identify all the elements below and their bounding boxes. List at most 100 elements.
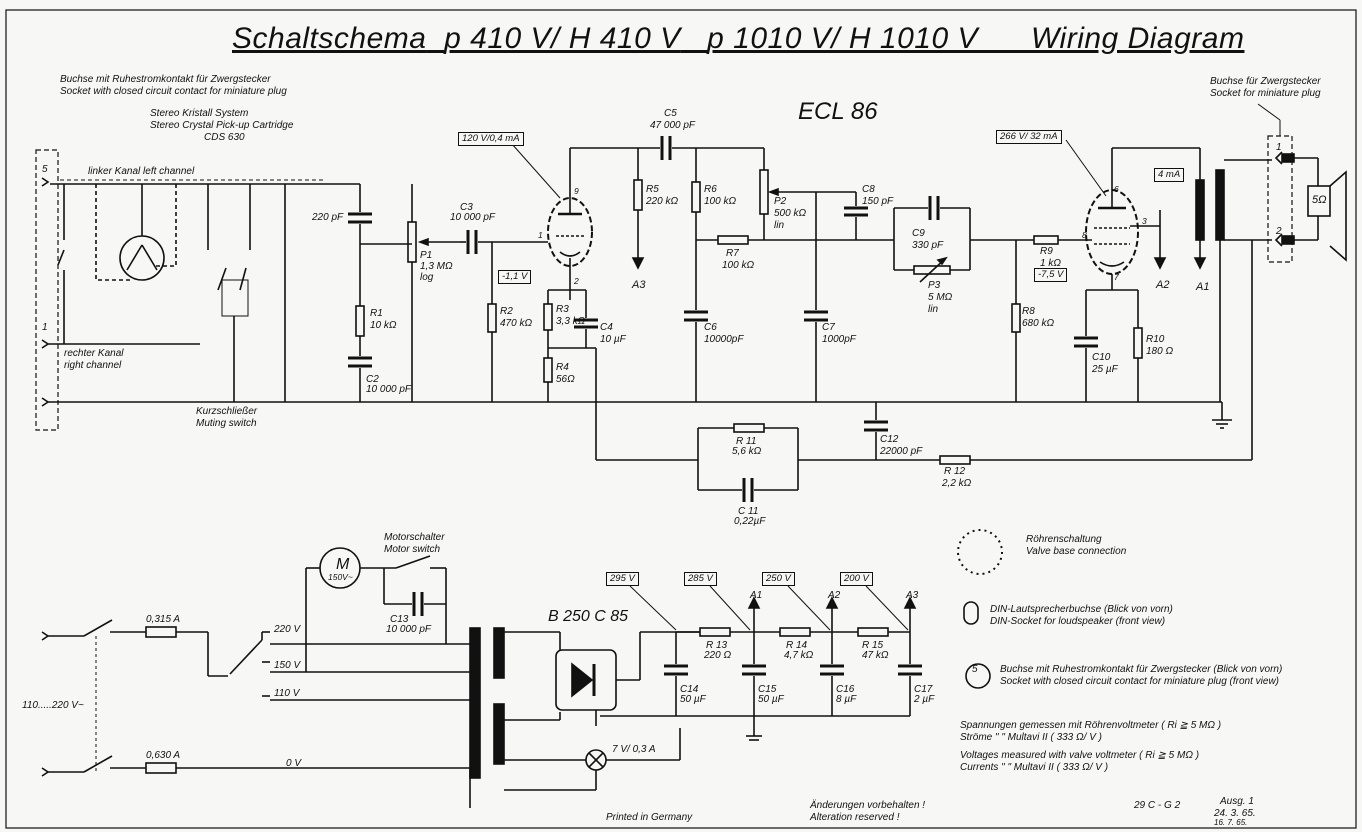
tap-0v: 0 V [286, 758, 302, 769]
c7-value: 1000pF [822, 334, 856, 345]
r15-label: R 15 [862, 640, 884, 651]
tube2-pin-6: 6 [1114, 184, 1119, 194]
r1-label: R1 [370, 308, 383, 319]
p2-label: P2 [774, 196, 787, 207]
c3-value: 10 000 pF [450, 212, 496, 223]
c17-label: C17 [914, 684, 933, 695]
c12-value: 22000 pF [880, 446, 923, 457]
c15-label: C15 [758, 684, 777, 695]
p3-taper: lin [928, 304, 939, 315]
r12-label: R 12 [944, 466, 966, 477]
printed-note: Printed in Germany [606, 812, 693, 823]
p1-label: P1 [420, 250, 433, 261]
p1-taper: log [420, 272, 434, 283]
din-legend-de: DIN-Lautsprecherbuchse (Blick von vorn) [990, 604, 1173, 615]
c6-label: C6 [704, 322, 717, 333]
right-channel-en: right channel [64, 360, 122, 371]
lamp-label: 7 V/ 0,3 A [612, 744, 656, 755]
measure-note-4: Currents " " Multavi II ( 333 Ω/ V ) [960, 762, 1109, 773]
c2-label: C2 [366, 374, 379, 385]
measure-note-2: Ströme " " Multavi II ( 333 Ω/ V ) [960, 732, 1102, 743]
c4-label: C4 [600, 322, 613, 333]
ps-a2-label: A2 [828, 590, 841, 601]
c17-value: 2 µF [914, 694, 935, 705]
c10-value: 25 µF [1092, 364, 1118, 375]
issue-date-2: 16. 7. 65. [1214, 818, 1248, 827]
a2-label: A2 [1156, 279, 1170, 291]
r6-value: 100 kΩ [704, 196, 737, 207]
output-socket-en: Socket for miniature plug [1210, 88, 1321, 99]
input-pin-1: 1 [42, 322, 48, 333]
muting-de: Kurzschließer [196, 406, 258, 417]
c12-label: C12 [880, 434, 899, 445]
r1-value: 10 kΩ [370, 320, 397, 331]
c11-value: 0,22µF [734, 516, 766, 527]
tap-220v: 220 V [274, 624, 301, 635]
ps-voltage-200: 200 V [840, 572, 873, 586]
bias-box-1: -1,1 V [498, 270, 532, 284]
c8-label: C8 [862, 184, 875, 195]
socket-legend-de: Buchse mit Ruhestromkontakt für Zwergste… [1000, 664, 1283, 675]
c9-label: C9 [912, 228, 925, 239]
output-socket-de: Buchse für Zwergstecker [1210, 76, 1321, 87]
p2-value: 500 kΩ [774, 208, 807, 219]
tube1-pin-1: 1 [538, 230, 543, 240]
rectifier-label: B 250 C 85 [548, 608, 629, 625]
right-channel-de: rechter Kanal [64, 348, 124, 359]
p3-value: 5 MΩ [928, 292, 953, 303]
motor-voltage: 150V~ [328, 572, 353, 582]
document-code: 29 C - G 2 [1134, 800, 1181, 811]
tap-110v: 110 V [274, 688, 300, 699]
r11-label: R 11 [736, 436, 757, 447]
r9-value: 1 kΩ [1040, 258, 1061, 269]
socket-pin-5: 5 [972, 664, 978, 675]
c2-value: 10 000 pF [366, 384, 412, 395]
c16-value: 8 µF [836, 694, 857, 705]
r8-label: R8 [1022, 306, 1035, 317]
c14-value: 50 µF [680, 694, 706, 705]
r3-label: R3 [556, 304, 569, 315]
r5-label: R5 [646, 184, 659, 195]
cartridge-line3: CDS 630 [204, 132, 245, 143]
c5-label: C5 [664, 108, 677, 119]
p1-value: 1,3 MΩ [420, 261, 453, 272]
a3-label: A3 [632, 279, 646, 291]
r9-label: R9 [1040, 246, 1053, 257]
speaker-impedance: 5Ω [1312, 194, 1327, 206]
cartridge-line1: Stereo Kristall System [150, 108, 249, 119]
c13-value: 10 000 pF [386, 624, 432, 635]
r11-value: 5,6 kΩ [732, 446, 762, 457]
valve-legend-en: Valve base connection [1026, 546, 1127, 557]
voltage-box-tube1: 120 V/0,4 mA [458, 132, 524, 146]
c8-value: 150 pF [862, 196, 894, 207]
r7-value: 100 kΩ [722, 260, 755, 271]
input-socket-de: Buchse mit Ruhestromkontakt für Zwergste… [60, 74, 271, 85]
a1-label: A1 [1196, 281, 1210, 293]
r4-label: R4 [556, 362, 569, 373]
voltage-box-tube2: 266 V/ 32 mA [996, 130, 1062, 144]
socket-legend-en: Socket with closed circuit contact for m… [1000, 676, 1279, 687]
r15-value: 47 kΩ [862, 650, 889, 661]
r10-value: 180 Ω [1146, 346, 1174, 357]
r10-label: R10 [1146, 334, 1165, 345]
tube2-pin-8: 8 [1082, 230, 1087, 240]
motor-symbol: M [336, 556, 350, 573]
output-pin-2: 2 [1276, 226, 1282, 237]
r12-value: 2,2 kΩ [942, 478, 972, 489]
tube2-pin-7: 7 [1114, 272, 1119, 282]
fuse1-label: 0,315 A [146, 614, 181, 625]
tube2-pin-3: 3 [1142, 216, 1147, 226]
r7-label: R7 [726, 248, 739, 259]
current-box: 4 mA [1154, 168, 1185, 182]
din-legend-en: DIN-Socket for loudspeaker (front view) [990, 616, 1166, 627]
c13-label: C13 [390, 614, 409, 625]
p2-taper: lin [774, 220, 785, 231]
r3-value: 3,3 kΩ [556, 316, 586, 327]
issue-date-1: 24. 3. 65. [1214, 808, 1256, 819]
changes-note-en: Alteration reserved ! [810, 812, 900, 823]
c6-value: 10000pF [704, 334, 744, 345]
page-title: Schaltschema p 410 V/ H 410 V p 1010 V/ … [232, 22, 1245, 55]
c15-value: 50 µF [758, 694, 784, 705]
changes-note-de: Änderungen vorbehalten ! [810, 800, 926, 811]
fuse2-label: 0,630 A [146, 750, 181, 761]
